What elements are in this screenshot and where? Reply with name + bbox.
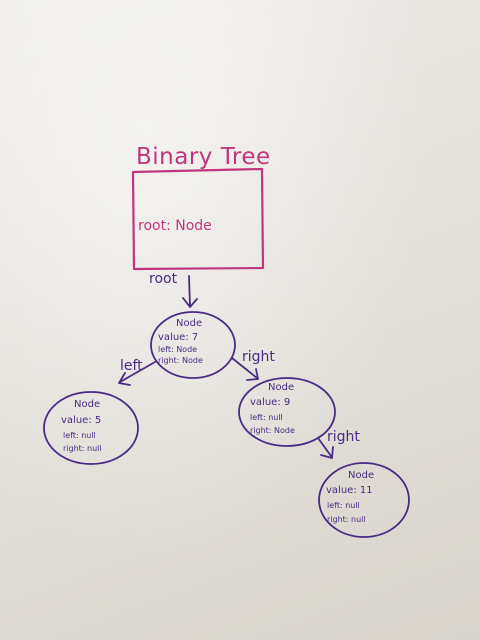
node-5-right: right: null	[63, 444, 102, 453]
node-7-left: left: Node	[158, 345, 198, 354]
root-arrowhead	[182, 297, 198, 308]
node-11-value: value: 11	[326, 485, 373, 496]
node-7-circle	[150, 311, 236, 379]
root-edge-label: root	[149, 271, 178, 287]
left-edge-arrowhead	[118, 372, 131, 386]
node-11-left: left: null	[327, 501, 360, 510]
node-9-value: value: 9	[250, 397, 291, 408]
right-edge-label: right	[242, 349, 275, 365]
node-9-left: left: null	[250, 413, 283, 422]
node-5-left: left: null	[63, 431, 96, 440]
binary-tree-box	[131, 167, 265, 271]
right-edge-2	[317, 437, 332, 457]
node-11-circle	[318, 462, 410, 538]
node-7-value: value: 7	[158, 332, 199, 343]
node-9-header: Node	[268, 382, 295, 393]
root-arrow	[188, 275, 191, 307]
binary-tree-title: Binary Tree	[136, 144, 271, 170]
node-9-right: right: Node	[250, 426, 295, 435]
node-7-right: right: Node	[158, 356, 203, 365]
binary-tree-root-field: root: Node	[138, 218, 212, 234]
right-edge-2-label: right	[327, 429, 360, 445]
node-5-value: value: 5	[61, 415, 102, 426]
node-7-header: Node	[176, 318, 203, 329]
right-edge	[231, 357, 258, 379]
left-edge-label: left	[120, 358, 143, 374]
node-11-header: Node	[348, 470, 375, 481]
node-11-right: right: null	[327, 515, 366, 524]
node-5-header: Node	[74, 399, 101, 410]
node-5-circle	[43, 391, 139, 465]
right-edge-arrowhead	[246, 368, 259, 381]
left-edge	[119, 361, 156, 383]
right-edge-2-arrowhead	[320, 446, 334, 459]
node-9-circle	[238, 377, 336, 447]
